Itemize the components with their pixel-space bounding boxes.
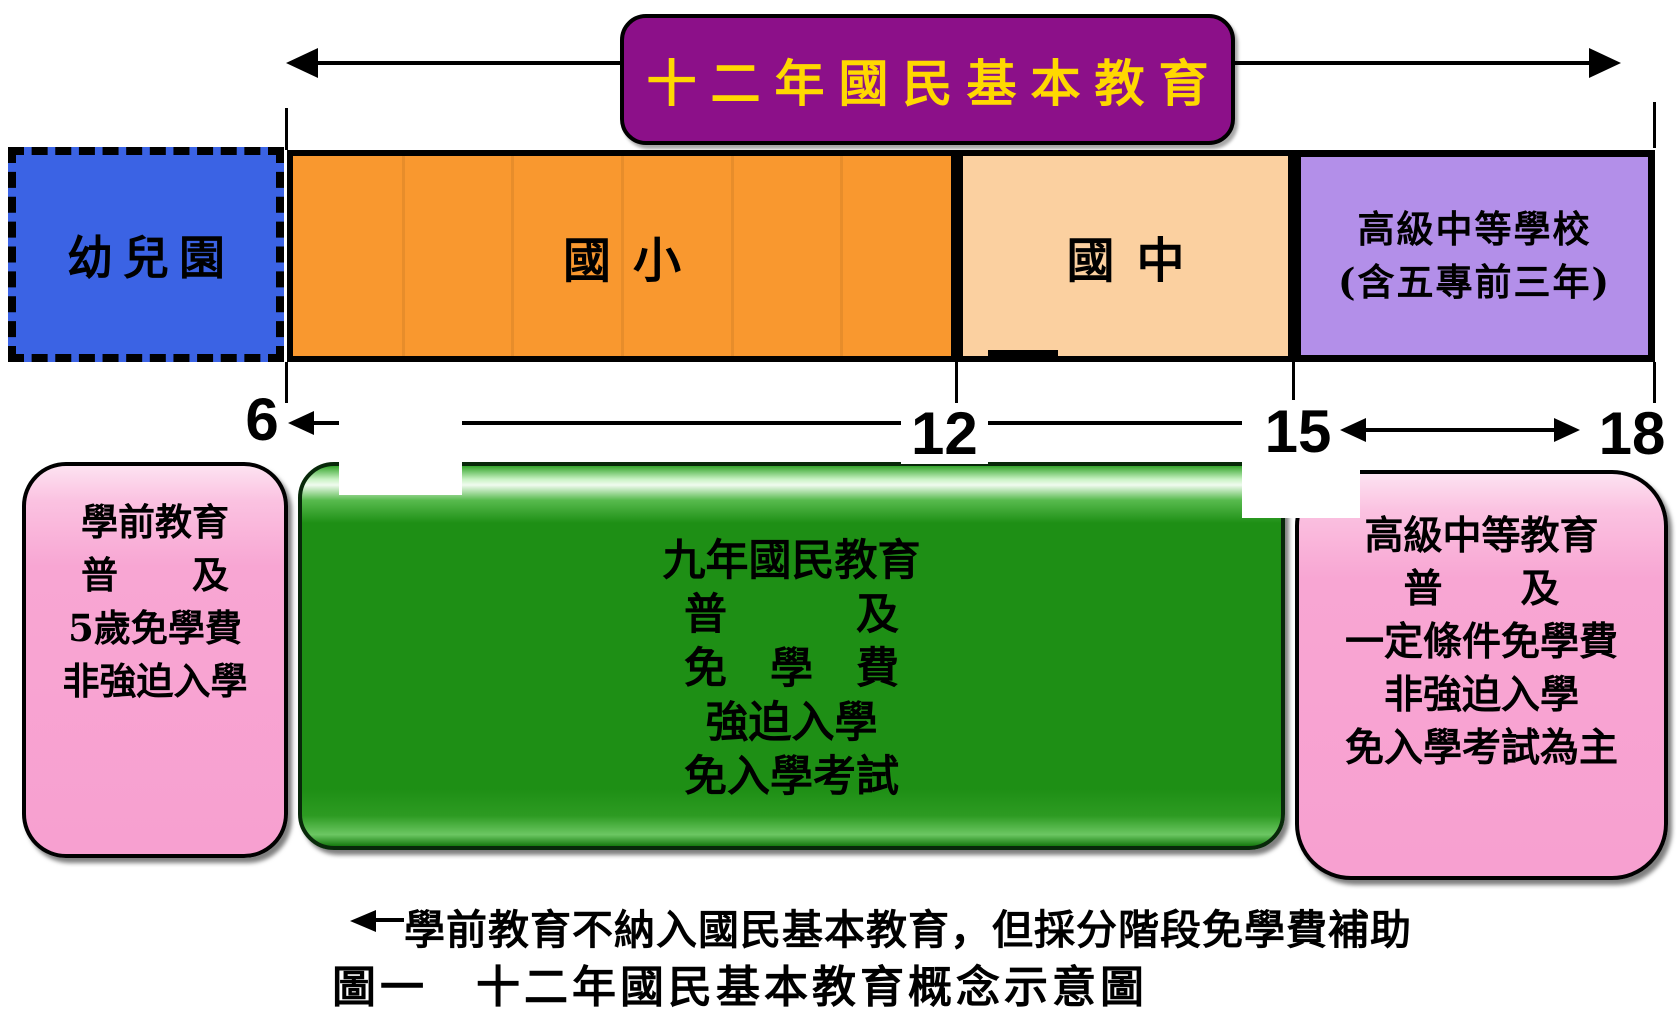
senior-high-label-line1: 高級中等學校	[1357, 207, 1592, 251]
grade-divider	[840, 156, 844, 356]
age-line-left-head-icon	[288, 411, 314, 435]
age-label-6: 6	[245, 386, 279, 453]
tick-age18-top	[1653, 102, 1656, 148]
age-label-15: 15	[1264, 398, 1332, 465]
top-arrow-left-line	[315, 61, 623, 65]
age-line-15-18	[1362, 428, 1558, 432]
grade-divider	[620, 156, 624, 356]
tick-age6-bottom	[285, 362, 288, 403]
top-arrow-right-line	[1233, 61, 1591, 65]
age-label-12: 12	[901, 404, 988, 464]
note-caption: 學前教育不納入國民基本教育，但採分階段免學費補助	[404, 906, 1412, 954]
top-arrow-left-head-icon	[286, 48, 318, 78]
white-mask-left	[339, 402, 462, 495]
bar-segment-elementary: 國小	[287, 150, 957, 362]
age-label-18: 18	[1598, 400, 1666, 467]
elementary-label: 國小	[562, 233, 703, 289]
bar-segment-junior-high: 國中	[957, 150, 1294, 362]
senior-education-info-box: 高級中等教育普 及一定條件免學費非強迫入學免入學考試為主	[1295, 470, 1668, 880]
tick-age12	[955, 362, 958, 403]
grade-divider	[511, 156, 515, 356]
tick-age18-bottom	[1653, 362, 1656, 403]
senior-education-info-text: 高級中等教育普 及一定條件免學費非強迫入學免入學考試為主	[1344, 513, 1618, 771]
senior-high-label-line2: (含五專前三年)	[1337, 260, 1611, 304]
kindergarten-label: 幼兒園	[67, 230, 235, 285]
tick-age6-top	[285, 108, 288, 150]
bar-segment-senior-high: 高級中等學校 (含五專前三年)	[1294, 150, 1655, 362]
age15-arrow-head-icon	[1340, 418, 1366, 442]
junior-bottom-mark	[988, 350, 1058, 362]
grade-divider	[730, 156, 734, 356]
note-arrow-head-icon	[350, 910, 376, 932]
age-line-6-15	[312, 421, 1242, 425]
note-arrow-line	[372, 918, 404, 922]
nine-year-education-text: 九年國民教育普 及免 學 費強迫入學免入學考試	[662, 536, 921, 802]
title-banner: 十二年國民基本教育	[620, 14, 1235, 145]
top-arrow-right-head-icon	[1589, 48, 1621, 78]
age18-arrow-head-icon	[1554, 418, 1580, 442]
junior-high-label: 國中	[1066, 233, 1207, 289]
title-banner-label: 十二年國民基本教育	[646, 53, 1223, 113]
nine-year-education-box: 九年國民教育普 及免 學 費強迫入學免入學考試	[298, 462, 1285, 850]
bar-segment-kindergarten: 幼兒園	[8, 147, 284, 362]
grade-divider	[401, 156, 405, 356]
tick-age15	[1292, 362, 1295, 403]
figure-caption: 圖一 十二年國民基本教育概念示意圖	[332, 962, 1148, 1013]
